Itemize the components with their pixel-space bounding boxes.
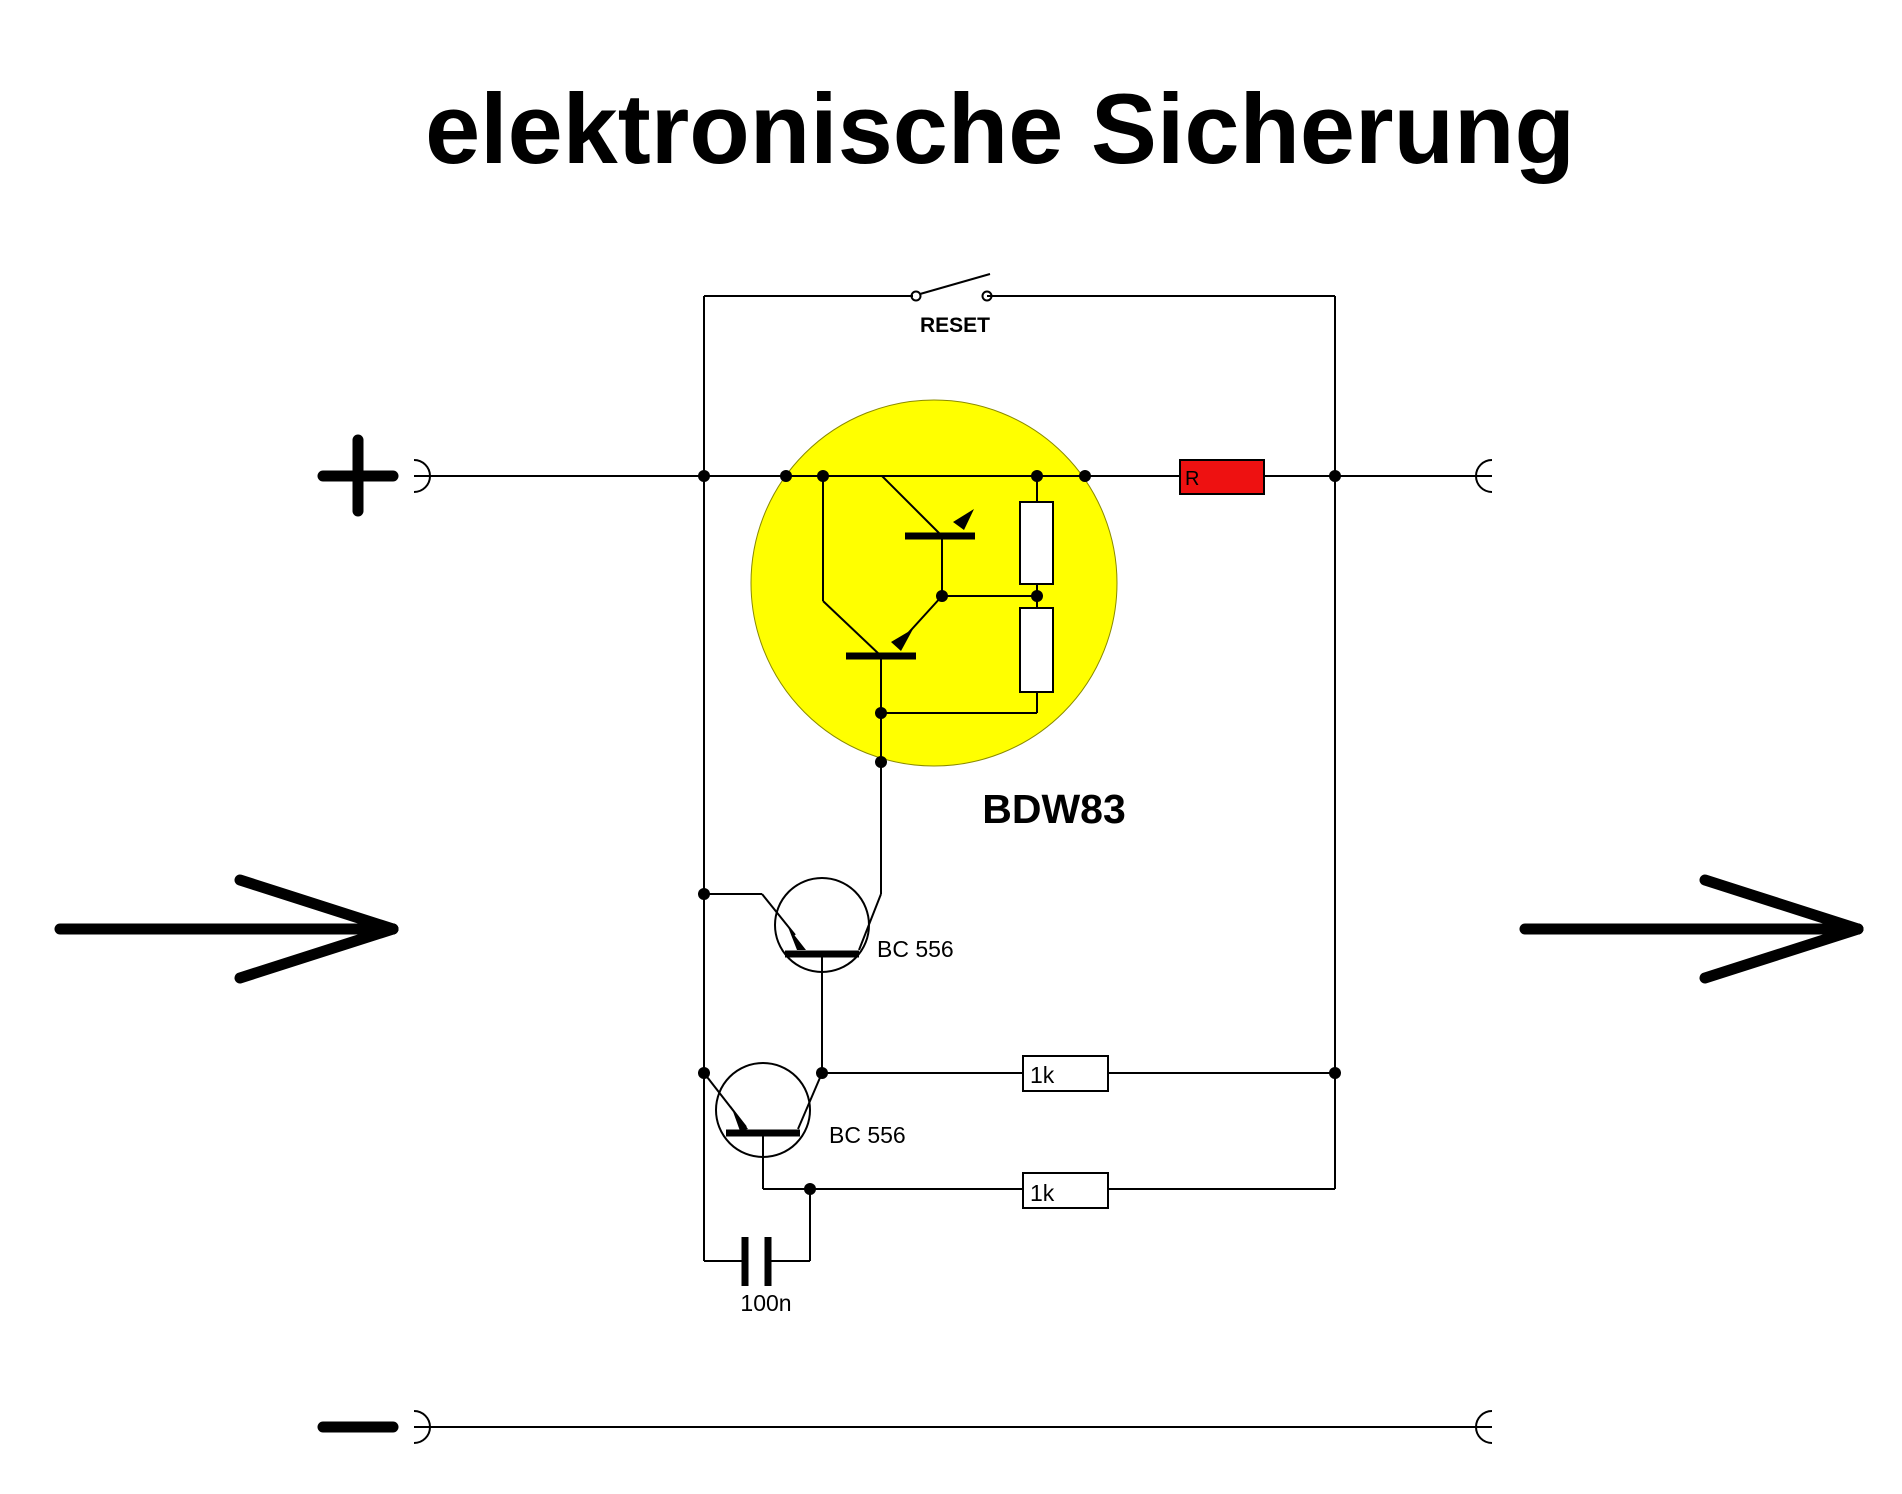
resistor-upper-label: 1k xyxy=(1030,1062,1055,1088)
reset-label: RESET xyxy=(920,314,990,337)
capacitor xyxy=(741,1237,772,1286)
input-arrow-icon xyxy=(54,874,399,984)
darlington-label: BDW83 xyxy=(982,786,1126,832)
darlington-resistor-upper xyxy=(1019,501,1054,585)
resistor-lower-label: 1k xyxy=(1030,1180,1055,1206)
capacitor-label: 100n xyxy=(740,1290,791,1316)
junction-dots xyxy=(698,470,1341,1195)
darlington-emitter-arrow xyxy=(953,509,974,530)
resistor-lower xyxy=(1022,1172,1109,1209)
transistor-upper xyxy=(774,877,870,973)
wiring xyxy=(414,295,1492,1428)
transistor-lower-label: BC 556 xyxy=(829,1122,906,1148)
output-arrow-icon xyxy=(1519,874,1864,984)
page-title: elektronische Sicherung xyxy=(425,73,1575,184)
resistor-upper xyxy=(1022,1055,1109,1092)
plus-terminal-icon xyxy=(317,434,399,517)
transistor-lower xyxy=(715,1062,811,1158)
darlington-emitter-arrow-2 xyxy=(891,629,913,651)
sense-resistor-label: R xyxy=(1185,468,1199,490)
reset-switch xyxy=(910,273,993,302)
transistor-upper-label: BC 556 xyxy=(877,936,954,962)
darlington-highlight xyxy=(750,399,1118,767)
darlington-resistor-lower xyxy=(1019,607,1054,693)
sense-resistor xyxy=(1179,459,1265,495)
